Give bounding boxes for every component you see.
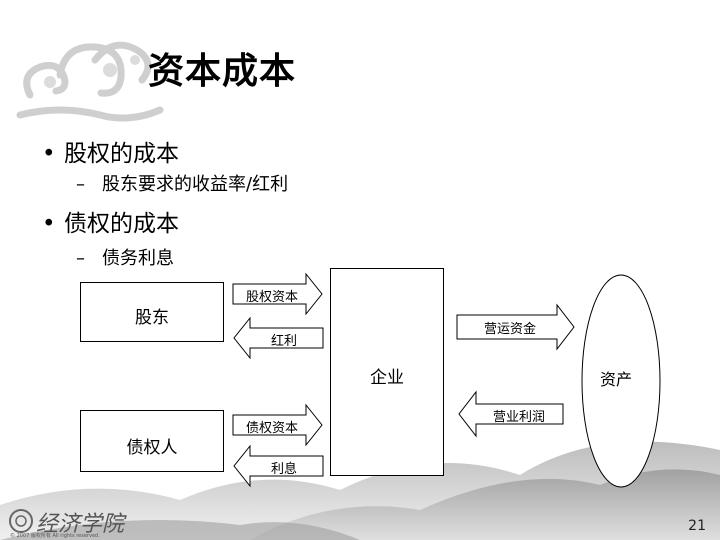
enterprise-label: 企业 bbox=[370, 368, 404, 388]
interest-arrow bbox=[233, 444, 324, 488]
bullet-text: 股权的成本 bbox=[64, 141, 179, 167]
page-number: 21 bbox=[688, 518, 706, 534]
copyright-text: © 2007 版权所有 All rights reserved. bbox=[10, 533, 100, 539]
cloud-decoration-icon bbox=[16, 41, 164, 122]
equity-capital-arrow bbox=[232, 272, 323, 316]
school-logo-text: 经济学院 bbox=[36, 512, 125, 537]
subbullet-debt: –债务利息 bbox=[76, 244, 174, 270]
mountain-background bbox=[0, 441, 720, 540]
operating-funds-label: 营运资金 bbox=[483, 322, 536, 337]
equity-capital-label: 股权资本 bbox=[245, 290, 298, 305]
subbullet-equity: –股东要求的收益率/红利 bbox=[76, 170, 288, 196]
dash: – bbox=[76, 248, 85, 269]
school-emblem-icon bbox=[9, 509, 33, 533]
bullet-debt-cost: • 债权的成本 bbox=[42, 204, 179, 238]
dash: – bbox=[76, 174, 85, 195]
operating-profit-label: 营业利润 bbox=[492, 410, 545, 425]
bullet-text: 债权的成本 bbox=[64, 211, 179, 237]
creditor-label: 债权人 bbox=[126, 438, 178, 458]
operating-funds-arrow bbox=[456, 303, 575, 351]
enterprise-box: 企业 bbox=[330, 268, 444, 476]
bullet-equity-cost: • 股权的成本 bbox=[42, 134, 179, 168]
interest-label: 利息 bbox=[270, 462, 297, 477]
slide-title: 资本成本 bbox=[148, 51, 297, 92]
dividend-arrow bbox=[233, 316, 324, 360]
shareholder-box: 股东 bbox=[80, 282, 224, 342]
operating-profit-arrow bbox=[458, 390, 564, 438]
shareholder-label: 股东 bbox=[135, 308, 169, 328]
debt-capital-label: 债权资本 bbox=[245, 421, 298, 436]
subbullet-text: 债务利息 bbox=[102, 248, 174, 269]
creditor-box: 债权人 bbox=[80, 410, 224, 472]
bullet-dot: • bbox=[42, 211, 56, 237]
assets-label: 资产 bbox=[600, 370, 633, 389]
bullet-dot: • bbox=[42, 141, 56, 167]
assets-ellipse bbox=[581, 274, 661, 488]
subbullet-text: 股东要求的收益率/红利 bbox=[102, 174, 289, 195]
dividend-label: 红利 bbox=[270, 334, 297, 349]
debt-capital-arrow bbox=[232, 403, 323, 447]
